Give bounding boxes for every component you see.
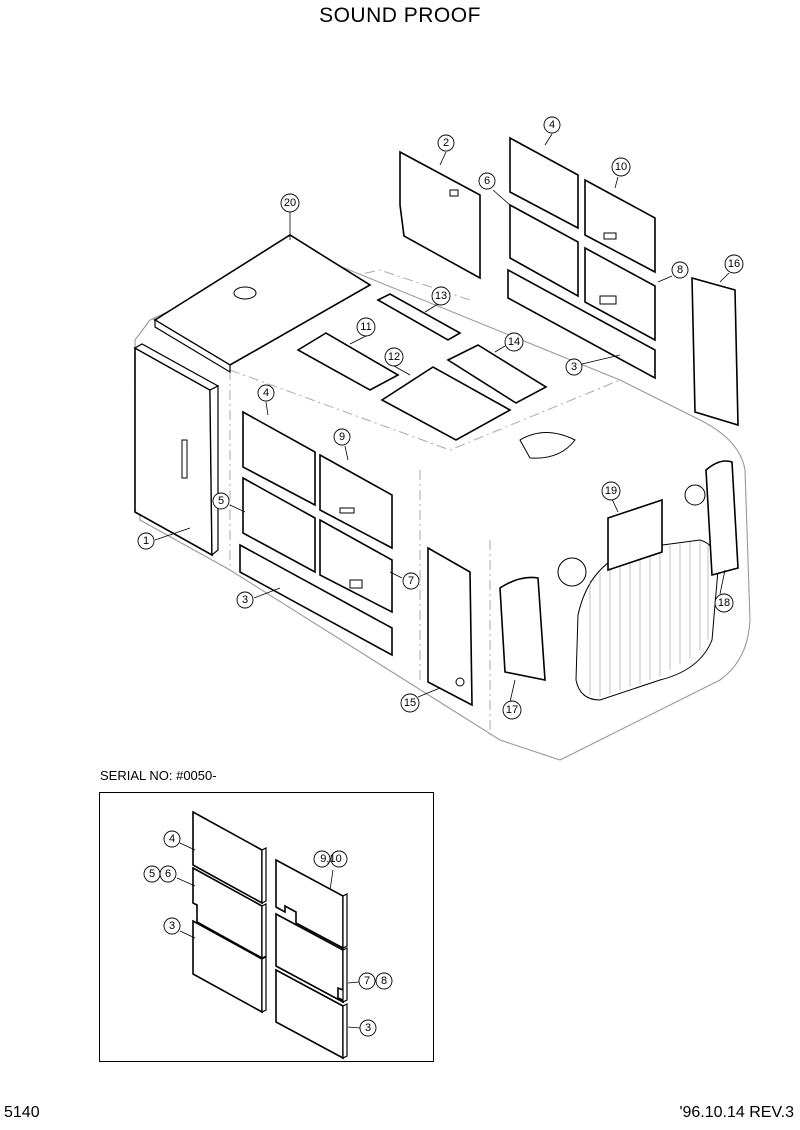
svg-text:4: 4 bbox=[549, 119, 555, 131]
svg-text:4: 4 bbox=[263, 387, 269, 399]
page-number: 5140 bbox=[4, 1104, 40, 1121]
part-11-floor-panel bbox=[296, 332, 400, 391]
inset-callout-4: 4 bbox=[163, 830, 181, 848]
svg-text:7: 7 bbox=[408, 575, 414, 587]
svg-text:5: 5 bbox=[218, 495, 224, 507]
callout-17: 17 bbox=[502, 700, 522, 720]
inset-diagram bbox=[176, 810, 361, 1060]
callout-3-rear: 3 bbox=[565, 358, 583, 376]
cab-frame-outline bbox=[134, 249, 751, 761]
part-15-panel bbox=[427, 546, 473, 707]
svg-text:20: 20 bbox=[284, 197, 296, 209]
svg-text:17: 17 bbox=[506, 704, 518, 716]
part-6-rear-panel bbox=[509, 203, 579, 298]
part-12-floor-panel bbox=[380, 366, 512, 441]
serial-inset-frame bbox=[99, 792, 434, 1062]
part-5-panel bbox=[242, 476, 316, 574]
callout-18: 18 bbox=[714, 593, 734, 613]
part-2-rear-panel bbox=[399, 150, 481, 280]
callout-19: 19 bbox=[601, 481, 621, 501]
inset-callout-3-lower: 3 bbox=[359, 1019, 377, 1037]
svg-text:11: 11 bbox=[360, 321, 371, 333]
svg-text:4: 4 bbox=[169, 833, 175, 845]
callout-1: 1 bbox=[137, 532, 155, 550]
part-10-rear-panel bbox=[584, 178, 656, 274]
leader-lines bbox=[154, 133, 730, 703]
callout-4-rear: 4 bbox=[543, 116, 561, 134]
page-title: SOUND PROOF bbox=[319, 4, 481, 27]
inset-callout-9-10: 9,10 bbox=[313, 850, 348, 868]
serial-number-label: SERIAL NO: #0050- bbox=[100, 768, 217, 783]
svg-text:3: 3 bbox=[571, 361, 577, 373]
callout-2: 2 bbox=[437, 134, 455, 152]
svg-text:9,10: 9,10 bbox=[320, 853, 341, 865]
svg-text:8: 8 bbox=[381, 975, 387, 987]
callout-6: 6 bbox=[478, 172, 496, 190]
svg-text:3: 3 bbox=[365, 1022, 371, 1034]
callout-4-side: 4 bbox=[257, 384, 275, 402]
svg-text:10: 10 bbox=[615, 161, 627, 173]
callout-11: 11 bbox=[356, 317, 376, 337]
svg-text:5: 5 bbox=[149, 868, 155, 880]
svg-text:8: 8 bbox=[677, 264, 683, 276]
svg-text:12: 12 bbox=[388, 351, 400, 363]
part-13-floor-panel bbox=[376, 293, 462, 341]
callout-5: 5 bbox=[212, 492, 230, 510]
part-14-floor-panel bbox=[446, 344, 548, 404]
callout-14: 14 bbox=[504, 332, 524, 352]
svg-text:7: 7 bbox=[364, 975, 370, 987]
inset-callout-5-6: 5 6 bbox=[143, 865, 177, 883]
callout-15: 15 bbox=[400, 693, 420, 713]
part-18-rear-trim bbox=[705, 460, 739, 577]
part-4-rear-panel bbox=[509, 136, 579, 230]
callout-3-side: 3 bbox=[236, 591, 254, 609]
callout-12: 12 bbox=[384, 347, 404, 367]
part-16-strip bbox=[691, 276, 739, 427]
part-17-pillar-trim bbox=[499, 576, 546, 681]
callout-13: 13 bbox=[431, 286, 451, 306]
svg-text:6: 6 bbox=[165, 868, 171, 880]
part-19-window-pad bbox=[607, 498, 663, 572]
svg-text:3: 3 bbox=[169, 920, 175, 932]
callout-10: 10 bbox=[611, 157, 631, 177]
svg-text:2: 2 bbox=[443, 137, 449, 149]
part-3-rear-panel bbox=[507, 268, 656, 380]
callout-7: 7 bbox=[402, 572, 420, 590]
part-8-rear-panel bbox=[584, 246, 656, 342]
rear-grille bbox=[575, 539, 719, 701]
inset-callout-3-upper: 3 bbox=[163, 917, 181, 935]
callout-9: 9 bbox=[333, 428, 351, 446]
part-7-panel bbox=[319, 518, 393, 614]
svg-text:6: 6 bbox=[484, 175, 490, 187]
svg-text:1: 1 bbox=[143, 535, 149, 547]
svg-text:16: 16 bbox=[728, 258, 740, 270]
part-4-panel bbox=[242, 410, 316, 507]
part-3-panel bbox=[239, 543, 393, 657]
svg-text:3: 3 bbox=[242, 594, 248, 606]
callout-16: 16 bbox=[724, 254, 744, 274]
callout-8: 8 bbox=[671, 261, 689, 279]
svg-text:13: 13 bbox=[435, 290, 447, 302]
svg-text:14: 14 bbox=[508, 336, 520, 348]
inset-callout-7-8: 7 8 bbox=[358, 972, 393, 990]
revision-date: '96.10.14 REV.3 bbox=[679, 1104, 794, 1121]
part-9-panel bbox=[319, 453, 393, 550]
callout-20: 20 bbox=[280, 193, 300, 213]
svg-text:19: 19 bbox=[605, 485, 617, 497]
svg-text:18: 18 bbox=[718, 597, 730, 609]
svg-text:9: 9 bbox=[339, 431, 345, 443]
svg-text:15: 15 bbox=[404, 697, 416, 709]
